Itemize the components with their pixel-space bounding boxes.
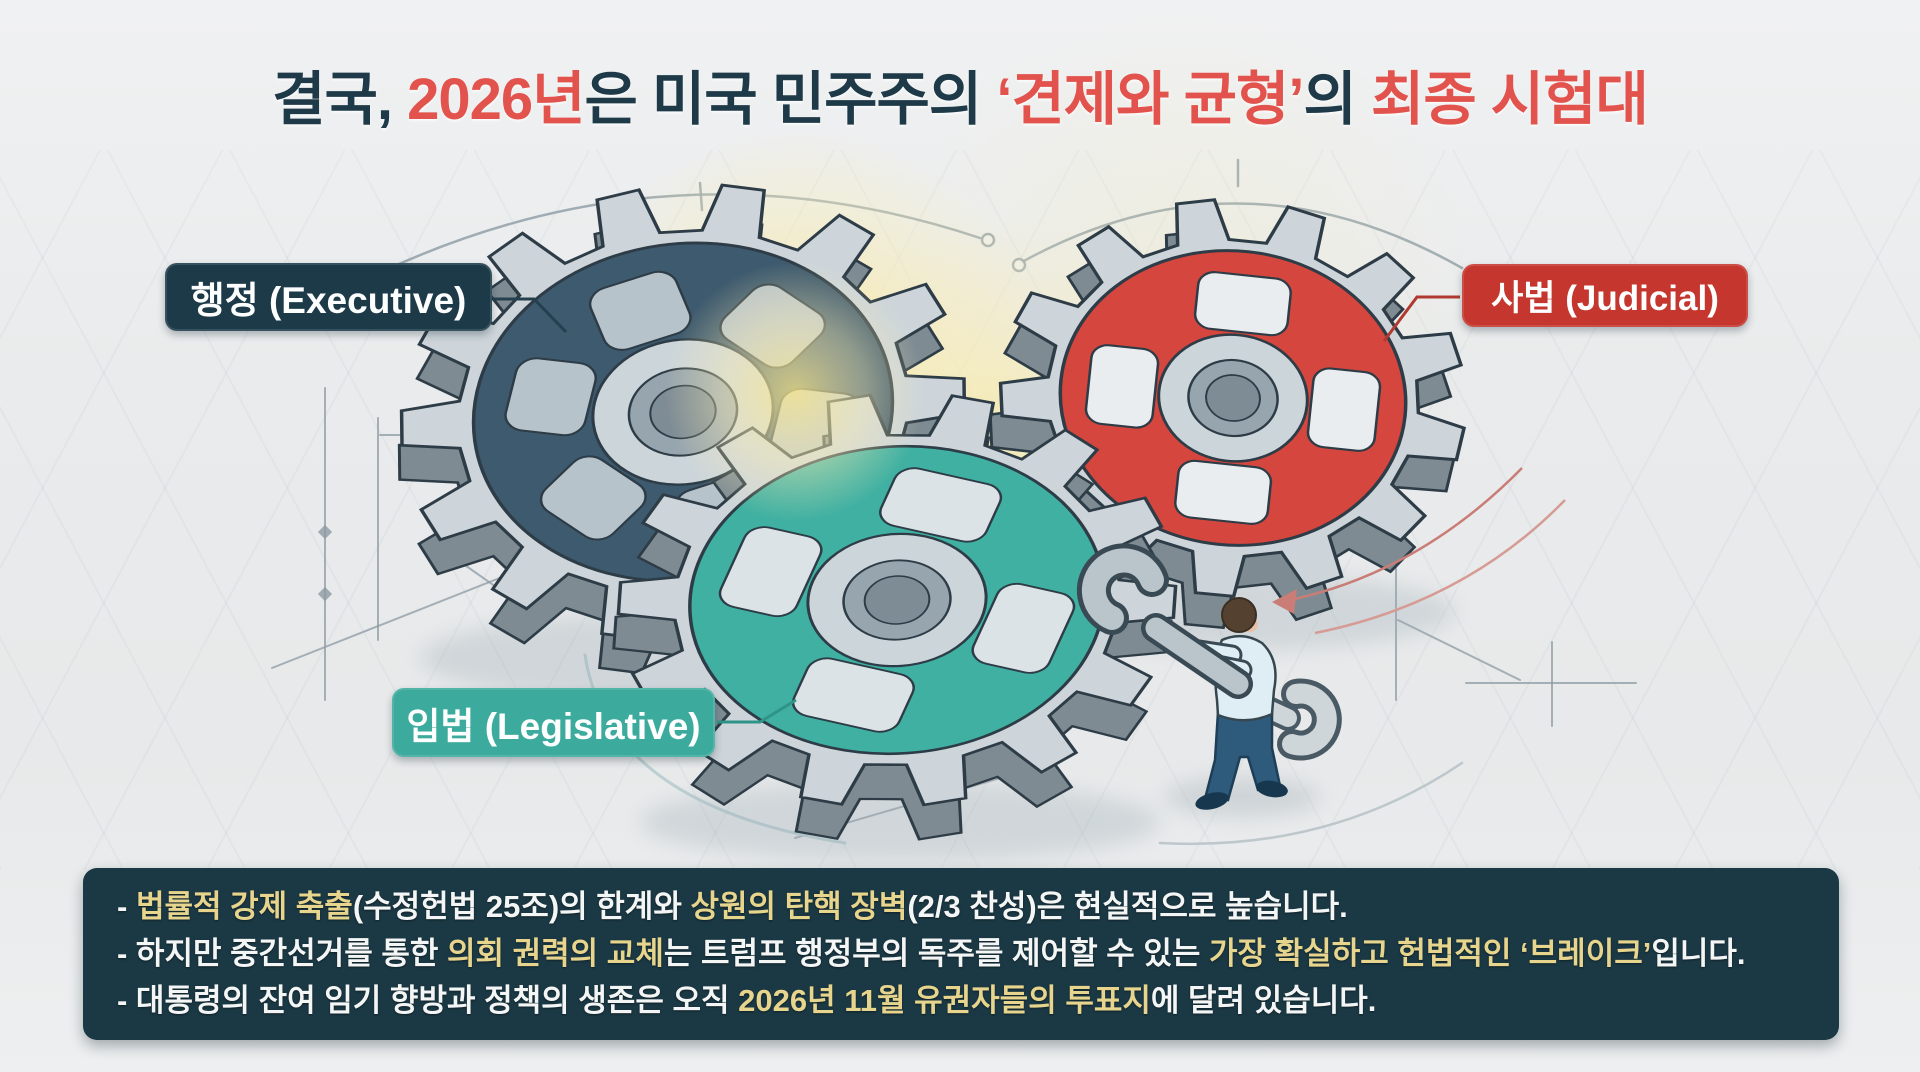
judicial-gear	[988, 198, 1467, 630]
summary-line: - 하지만 중간선거를 통한 의회 권력의 교체는 트럼프 행정부의 독주를 제…	[117, 930, 1805, 977]
figure-shadow	[1164, 777, 1320, 817]
title-segment: ‘견제와 균형’	[996, 67, 1304, 132]
label-judicial: 사법 (Judicial)	[1462, 264, 1748, 327]
summary-text: 입니다.	[1651, 936, 1746, 971]
summary-line: - 대통령의 잔여 임기 향방과 정책의 생존은 오직 2026년 11월 유권…	[117, 977, 1805, 1024]
summary-highlight: 가장 확실하고 헌법적인 ‘브레이크’	[1209, 936, 1652, 971]
figure-shoe	[1256, 780, 1288, 798]
title-segment: 의	[1303, 67, 1371, 132]
summary-text: (2/3 찬성)은 현실적으로 높습니다.	[907, 889, 1348, 924]
summary-highlight: 의회 권력의 교체	[446, 936, 664, 971]
rotation-arrows	[1272, 467, 1566, 635]
summary-text: 는 트럼프 행정부의 독주를 제어할 수 있는	[663, 936, 1209, 971]
label-judicial-text: 사법 (Judicial)	[1491, 279, 1719, 318]
figure-head	[1221, 597, 1257, 633]
legislative-gear	[612, 393, 1178, 841]
summary-text: (수정헌법 25조)의 한계와	[352, 889, 691, 924]
wrench-icon	[1076, 543, 1253, 699]
summary-highlight: 2026년 11월 유권자들의 투표지	[738, 983, 1151, 1018]
title-segment: 결국,	[272, 67, 408, 132]
summary-highlight: 상원의 탄핵 장벽	[690, 889, 908, 924]
summary-text: - 대통령의 잔여 임기 향방과 정책의 생존은 오직	[117, 983, 739, 1018]
page-title: 결국, 2026년은 미국 민주주의 ‘견제와 균형’의 최종 시험대	[0, 60, 1920, 140]
summary-text: - 하지만 중간선거를 통한	[117, 936, 447, 971]
label-connectors	[492, 295, 1460, 724]
title-segment: 최종 시험대	[1370, 67, 1649, 132]
summary-text: 에 달려 있습니다.	[1150, 983, 1377, 1018]
center-glow-front	[665, 262, 925, 522]
summary-text: -	[117, 889, 136, 924]
label-legislative: 입법 (Legislative)	[392, 688, 715, 757]
label-executive: 행정 (Executive)	[165, 263, 492, 331]
summary-highlight: 법률적 강제 축출	[135, 889, 353, 924]
label-legislative-text: 입법 (Legislative)	[406, 705, 701, 747]
summary-box: - 법률적 강제 축출(수정헌법 25조)의 한계와 상원의 탄핵 장벽(2/3…	[83, 868, 1839, 1040]
title-segment: 은 미국 민주주의	[584, 67, 997, 132]
worker-figure	[1076, 543, 1342, 817]
label-executive-text: 행정 (Executive)	[190, 280, 467, 321]
summary-line: - 법률적 강제 축출(수정헌법 25조)의 한계와 상원의 탄핵 장벽(2/3…	[117, 883, 1805, 930]
figure-shoe	[1195, 792, 1229, 810]
title-segment: 2026년	[407, 67, 585, 132]
